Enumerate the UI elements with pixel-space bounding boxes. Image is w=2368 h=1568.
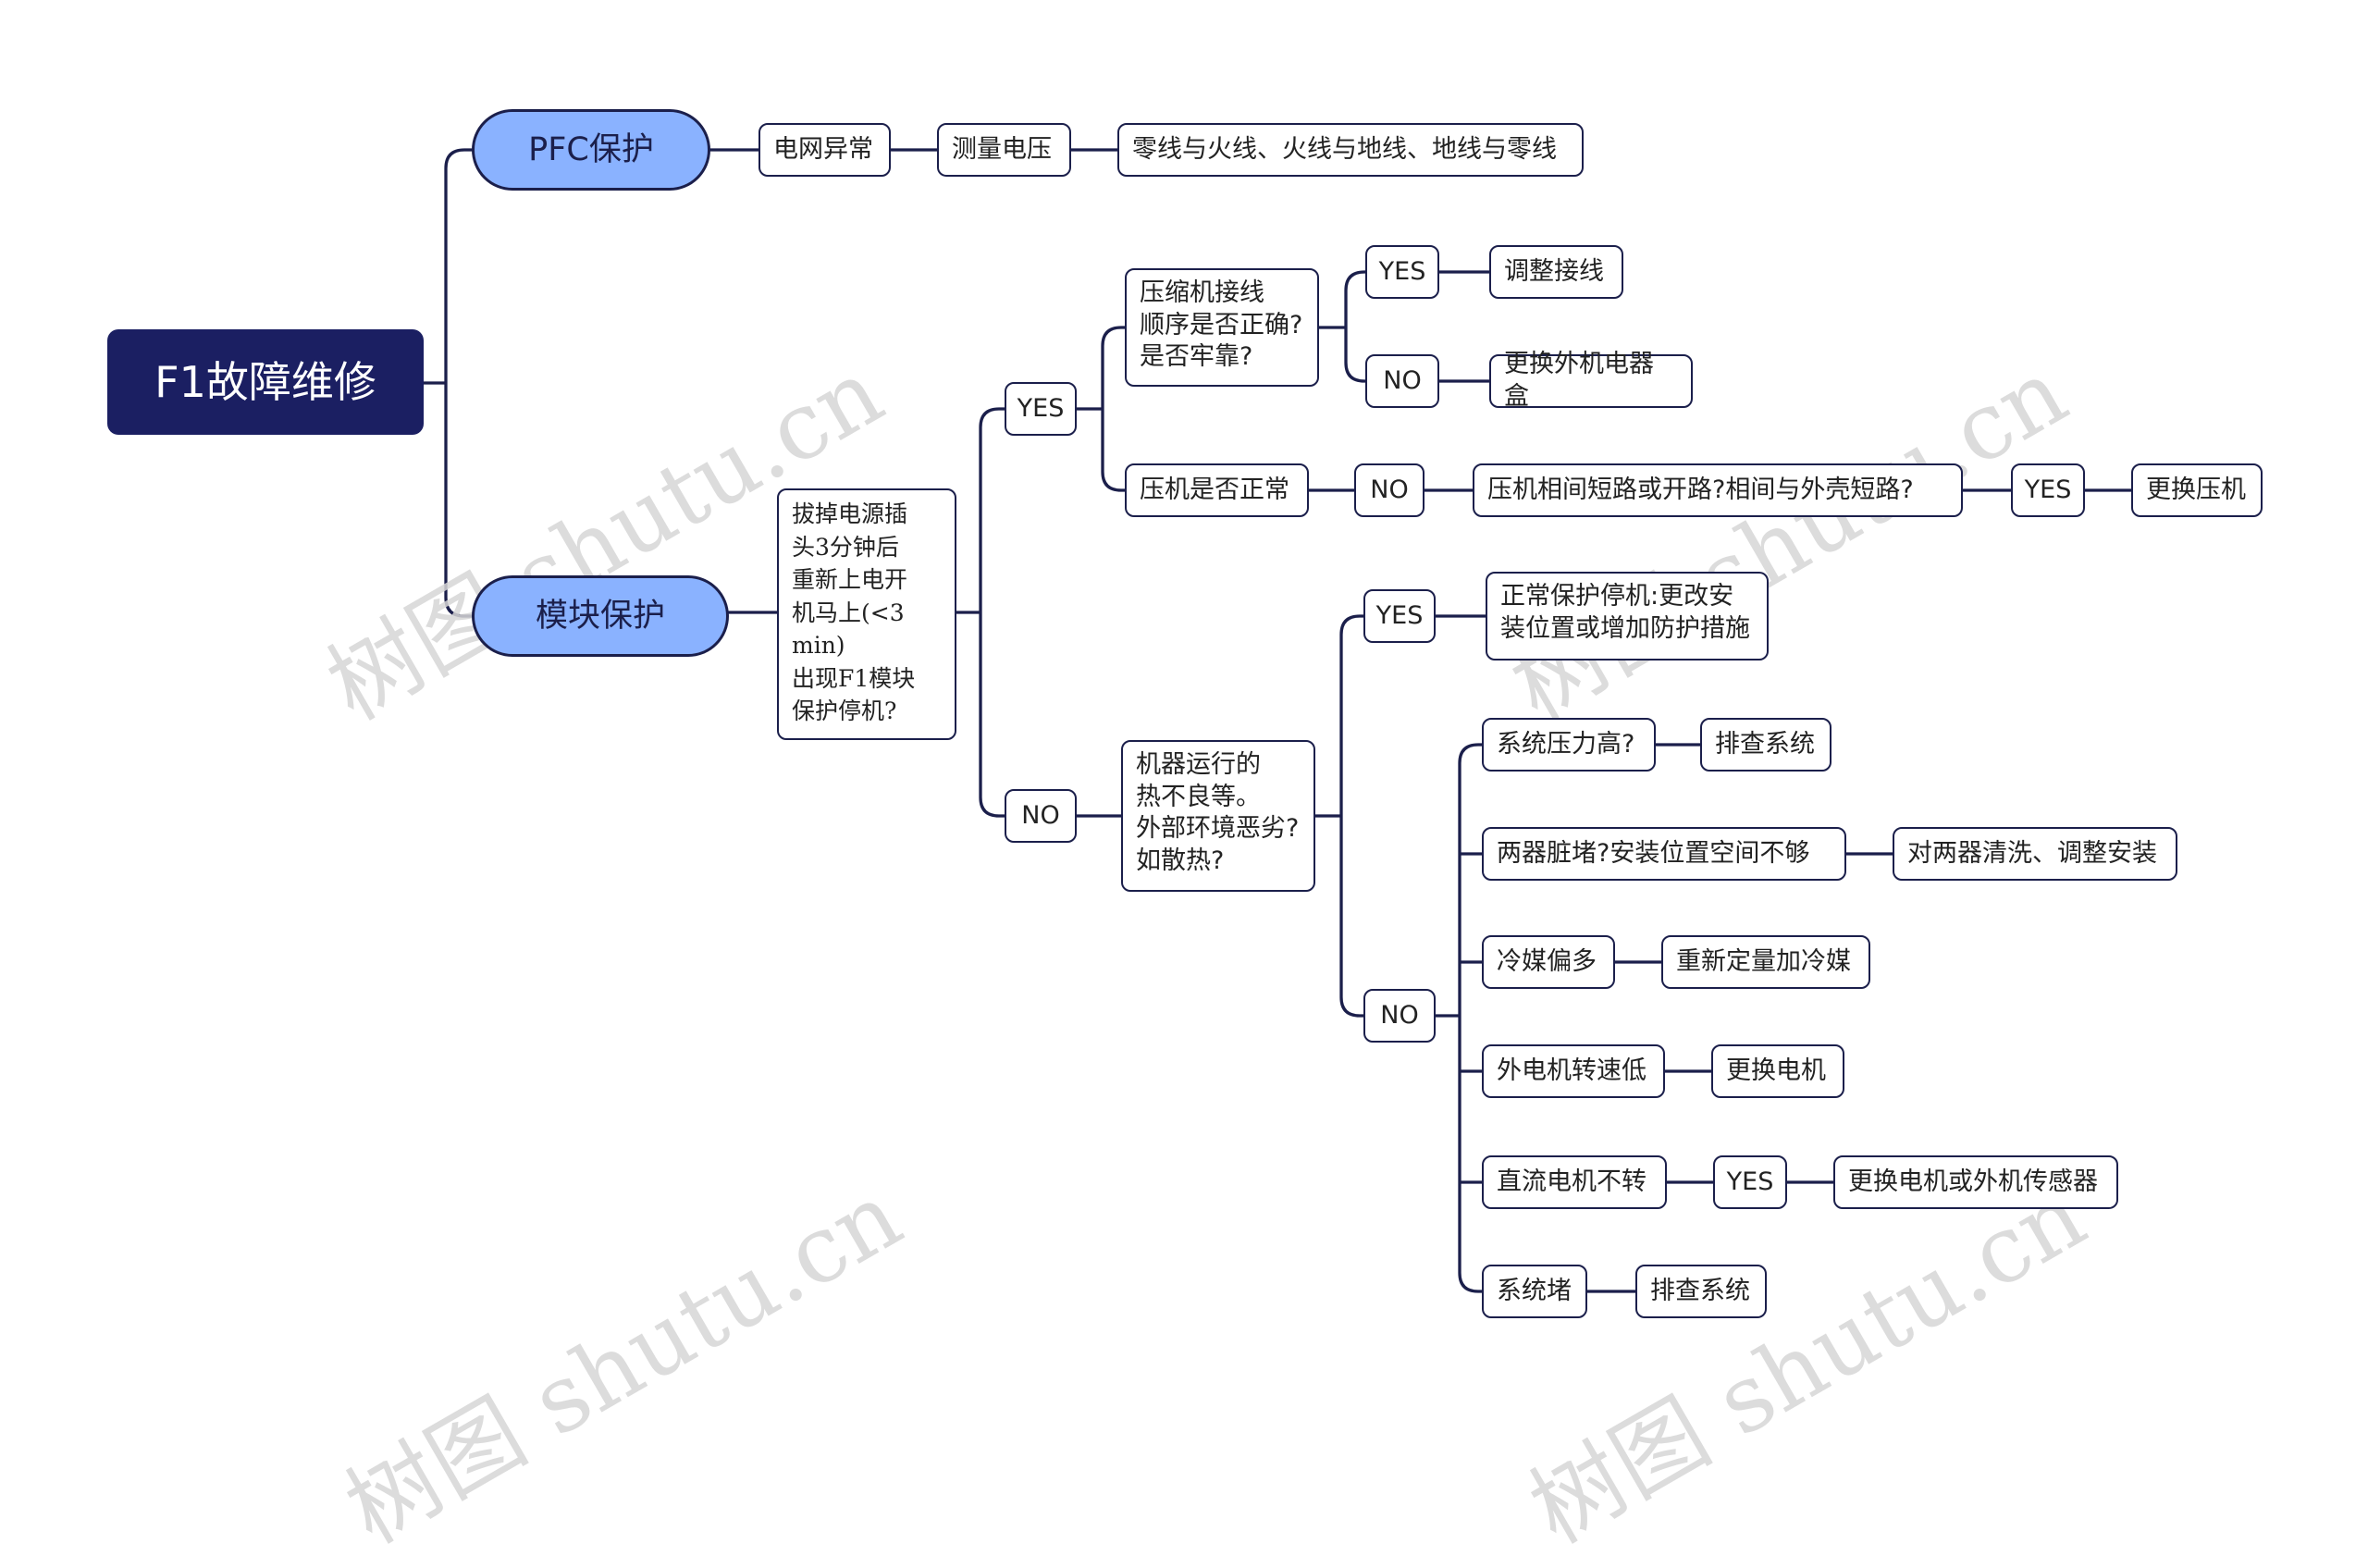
node-q-environment[interactable]: 机器运行的 热不良等。 外部环境恶劣? 如散热? (1121, 740, 1315, 892)
node-wiring-yes[interactable]: YES (1365, 245, 1439, 299)
node-q-short[interactable]: 压机相间短路或开路?相间与外壳短路? (1473, 463, 1963, 517)
edge-envno-items (1434, 743, 1484, 1293)
node-action-check-system[interactable]: 排查系统 (1700, 718, 1832, 772)
branch-pfc[interactable]: PFC保护 (472, 109, 710, 191)
node-q-wiring[interactable]: 压缩机接线 顺序是否正确? 是否牢靠? (1125, 268, 1319, 387)
edge-root-branches (422, 148, 474, 618)
connector-lines (422, 148, 2133, 1293)
node-cause-pressure[interactable]: 系统压力高? (1482, 718, 1656, 772)
mind-map-canvas: 树图 shutu.cn 树图 shutu.cn 树图 shutu.cn 树图 s… (107, 109, 2263, 1564)
node-cause-fan-slow[interactable]: 外电机转速低 (1482, 1044, 1665, 1098)
node-action-replace-motor[interactable]: 更换电机 (1711, 1044, 1844, 1098)
edge-q1-yesno (955, 407, 1006, 818)
node-q-compressor[interactable]: 压机是否正常 (1125, 463, 1309, 517)
node-short-yes[interactable]: YES (2011, 463, 2085, 517)
node-replace-box[interactable]: 更换外机电器盒 (1489, 350, 1693, 411)
node-wiring-no[interactable]: NO (1365, 354, 1439, 408)
edge-yes-children (1075, 326, 1127, 492)
node-cause-refrigerant[interactable]: 冷媒偏多 (1482, 935, 1615, 989)
node-adjust-wiring[interactable]: 调整接线 (1489, 245, 1623, 299)
node-normal-protect[interactable]: 正常保护停机:更改安 装位置或增加防护措施 (1486, 572, 1769, 661)
node-action-recharge[interactable]: 重新定量加冷媒 (1661, 935, 1870, 989)
root-node[interactable]: F1故障维修 (107, 329, 424, 435)
edge-item-actions (1585, 743, 1894, 1293)
node-cause-dc-motor[interactable]: 直流电机不转 (1482, 1155, 1667, 1209)
node-action-check-system-2[interactable]: 排查系统 (1635, 1265, 1767, 1318)
node-line-pairs[interactable]: 零线与火线、火线与地线、地线与零线 (1117, 123, 1584, 177)
node-grid-abnormal[interactable]: 电网异常 (758, 123, 891, 177)
node-yes[interactable]: YES (1005, 382, 1077, 436)
node-q1-replug[interactable]: 拔掉电源插 头3分钟后 重新上电开 机马上(<3 min) 出现F1模块 保护停… (777, 488, 956, 740)
node-action-clean[interactable]: 对两器清洗、调整安装 (1893, 827, 2177, 881)
branch-module[interactable]: 模块保护 (472, 575, 729, 657)
edge-wiring-children (1317, 270, 1491, 383)
node-cause-dirty[interactable]: 两器脏堵?安装位置空间不够 (1482, 827, 1846, 881)
node-replace-comp[interactable]: 更换压机 (2131, 463, 2263, 517)
node-no[interactable]: NO (1005, 789, 1077, 843)
node-env-no[interactable]: NO (1363, 989, 1436, 1043)
node-action-replace-sensor[interactable]: 更换电机或外机传感器 (1833, 1155, 2118, 1209)
node-comp-no[interactable]: NO (1354, 463, 1424, 517)
node-env-yes[interactable]: YES (1363, 589, 1436, 643)
node-measure-voltage[interactable]: 测量电压 (937, 123, 1071, 177)
node-cause-blocked[interactable]: 系统堵 (1482, 1265, 1587, 1318)
node-dc-yes[interactable]: YES (1713, 1155, 1787, 1209)
edge-env-children (1314, 614, 1365, 1018)
